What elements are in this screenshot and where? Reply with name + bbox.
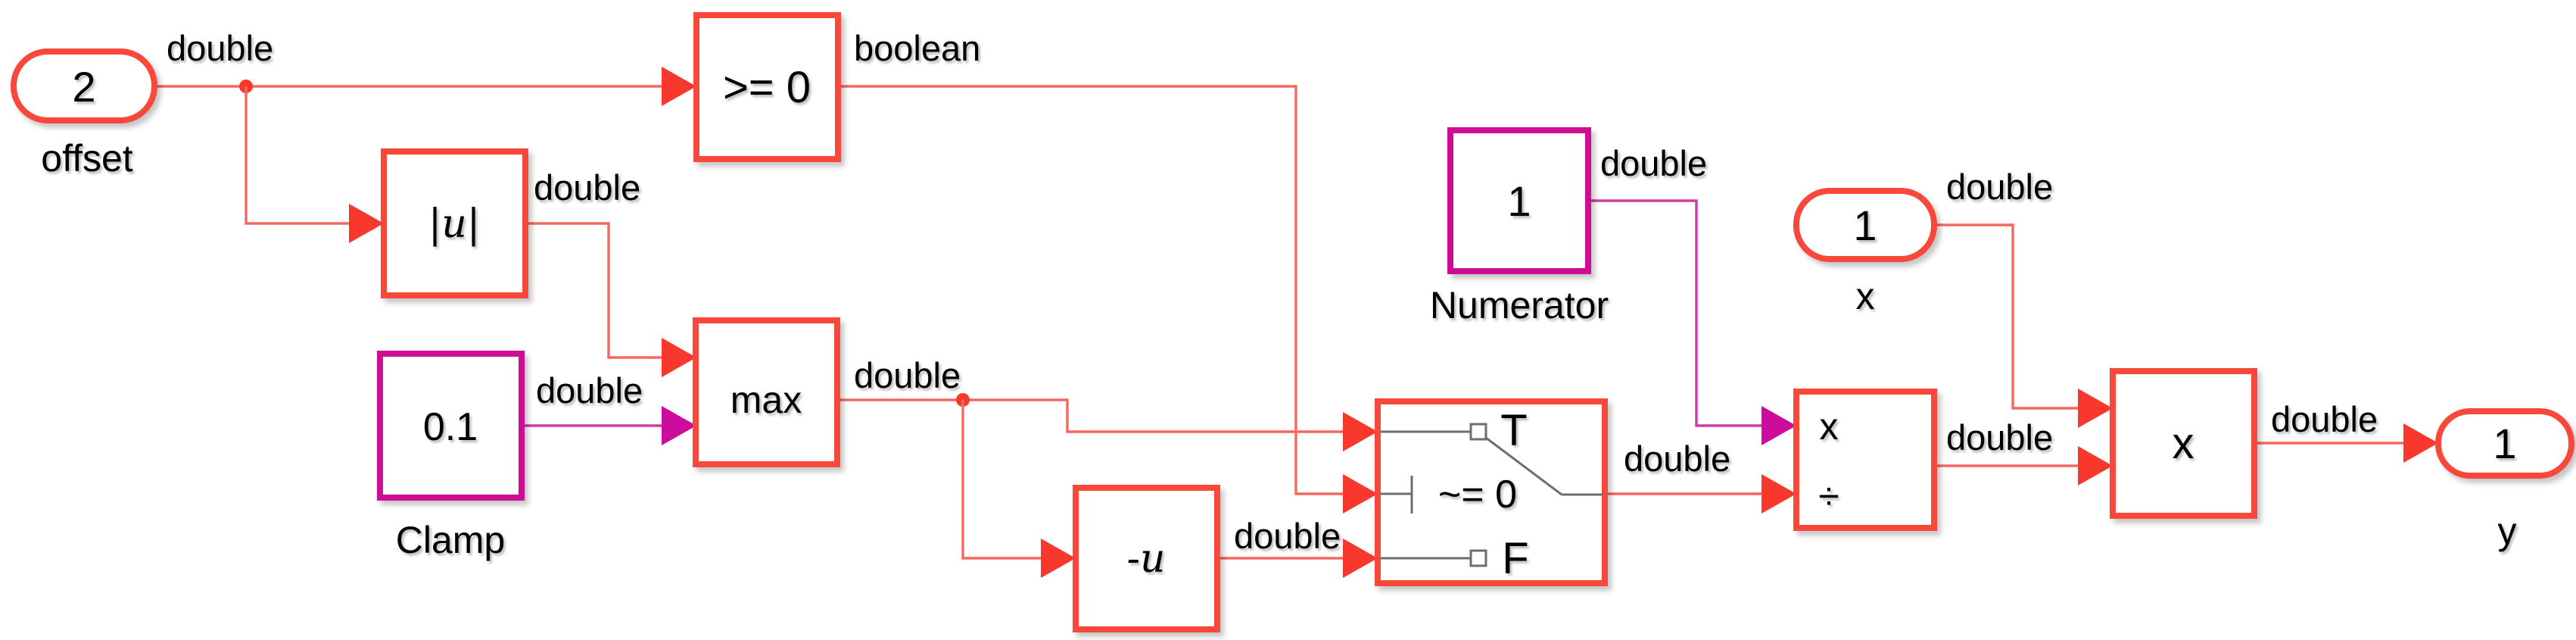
- switch-true-arrow-icon[interactable]: [1343, 412, 1378, 451]
- divide-input1-arrow-icon[interactable]: [1761, 406, 1796, 445]
- abs-block[interactable]: [381, 148, 528, 298]
- switch-true-label: T: [1500, 406, 1527, 455]
- product-symbol: x: [2173, 419, 2194, 468]
- switch-true-contact-icon: [1469, 423, 1487, 441]
- max-input2-arrow-icon[interactable]: [662, 406, 696, 445]
- clamp-value: 0.1: [423, 405, 478, 449]
- block-text-layer: 2 >= 0 |u| max 0.1 -u T ~= 0 F 1 1 x ÷ x…: [72, 63, 2516, 583]
- switch-false-contact-icon: [1469, 549, 1487, 567]
- clamp-block-name: Clamp: [396, 519, 505, 561]
- relop-operator-text: >= 0: [723, 63, 811, 112]
- inport-block-offset[interactable]: [11, 48, 157, 123]
- numerator-value: 1: [1507, 177, 1531, 225]
- switch-criteria: ~= 0: [1438, 473, 1517, 517]
- abs-text: |u|: [428, 201, 481, 247]
- signal-label-divide: double: [1946, 417, 2053, 457]
- block-name-layer: offset Clamp Numerator x y: [41, 137, 2516, 561]
- switch-false-label: F: [1502, 534, 1528, 583]
- numerator-constant-block[interactable]: [1447, 127, 1591, 274]
- relational-operator-block[interactable]: [693, 12, 841, 162]
- y-block-name: y: [2498, 510, 2517, 552]
- divide-input2-arrow-icon[interactable]: [1761, 474, 1796, 514]
- wire-numerator-to-divide[interactable]: [1588, 199, 1761, 427]
- signal-label-product: double: [2271, 399, 2378, 439]
- product-input2-arrow-icon[interactable]: [2078, 446, 2113, 485]
- signal-label-offset: double: [167, 28, 273, 68]
- product-input1-arrow-icon[interactable]: [2078, 389, 2113, 428]
- wire-x-to-product[interactable]: [1934, 223, 2078, 410]
- relop-input-arrow-icon[interactable]: [662, 67, 696, 106]
- inport-block-x[interactable]: [1793, 188, 1937, 262]
- wires-layer: [154, 67, 2438, 578]
- signal-label-max: double: [854, 355, 961, 395]
- x-port-number: 1: [1853, 201, 1877, 249]
- switch-control-arrow-icon[interactable]: [1343, 474, 1378, 514]
- clamp-constant-block[interactable]: [377, 351, 525, 501]
- signal-label-layer: double boolean double double double doub…: [167, 28, 2378, 556]
- signal-label-abs: double: [534, 167, 640, 208]
- wire-offset-to-abs[interactable]: [245, 86, 349, 225]
- divide-block[interactable]: [1793, 389, 1937, 531]
- switch-internals: [1381, 423, 1603, 567]
- y-port-number: 1: [2493, 420, 2516, 467]
- unaryminus-input-arrow-icon[interactable]: [1041, 539, 1076, 578]
- switch-lever-icon: [1485, 436, 1562, 496]
- signal-label-clamp: double: [536, 370, 643, 411]
- signal-label-numerator: double: [1600, 143, 1707, 183]
- numerator-block-name: Numerator: [1430, 284, 1609, 326]
- switch-false-arrow-icon[interactable]: [1343, 539, 1378, 578]
- max-input1-arrow-icon[interactable]: [662, 338, 696, 377]
- signal-label-unaryminus: double: [1234, 516, 1341, 556]
- max-text: max: [730, 379, 802, 421]
- product-block[interactable]: [2110, 368, 2257, 519]
- wire-relop-to-switch-control[interactable]: [838, 85, 1343, 495]
- divide-divide-symbol: ÷: [1818, 475, 1839, 517]
- blocks-layer: [11, 12, 2574, 632]
- x-block-name: x: [1856, 275, 1875, 317]
- offset-block-name: offset: [41, 137, 132, 180]
- y-outport-arrow-icon[interactable]: [2403, 423, 2438, 463]
- abs-input-arrow-icon[interactable]: [349, 204, 384, 243]
- signal-label-switch: double: [1624, 439, 1730, 479]
- max-block[interactable]: [693, 317, 840, 467]
- unary-minus-block[interactable]: [1073, 485, 1220, 632]
- switch-block[interactable]: [1375, 398, 1608, 586]
- wire-max-to-switch-T[interactable]: [837, 398, 1343, 433]
- divide-multiply-symbol: x: [1820, 405, 1839, 448]
- unary-minus-text: -u: [1126, 536, 1165, 582]
- outport-block-y[interactable]: [2435, 408, 2574, 479]
- signal-label-boolean: boolean: [854, 28, 980, 68]
- wire-max-to-unaryminus[interactable]: [961, 400, 1041, 560]
- wire-abs-to-max[interactable]: [525, 222, 662, 359]
- signal-label-x: double: [1946, 167, 2053, 207]
- offset-port-number: 2: [72, 63, 95, 111]
